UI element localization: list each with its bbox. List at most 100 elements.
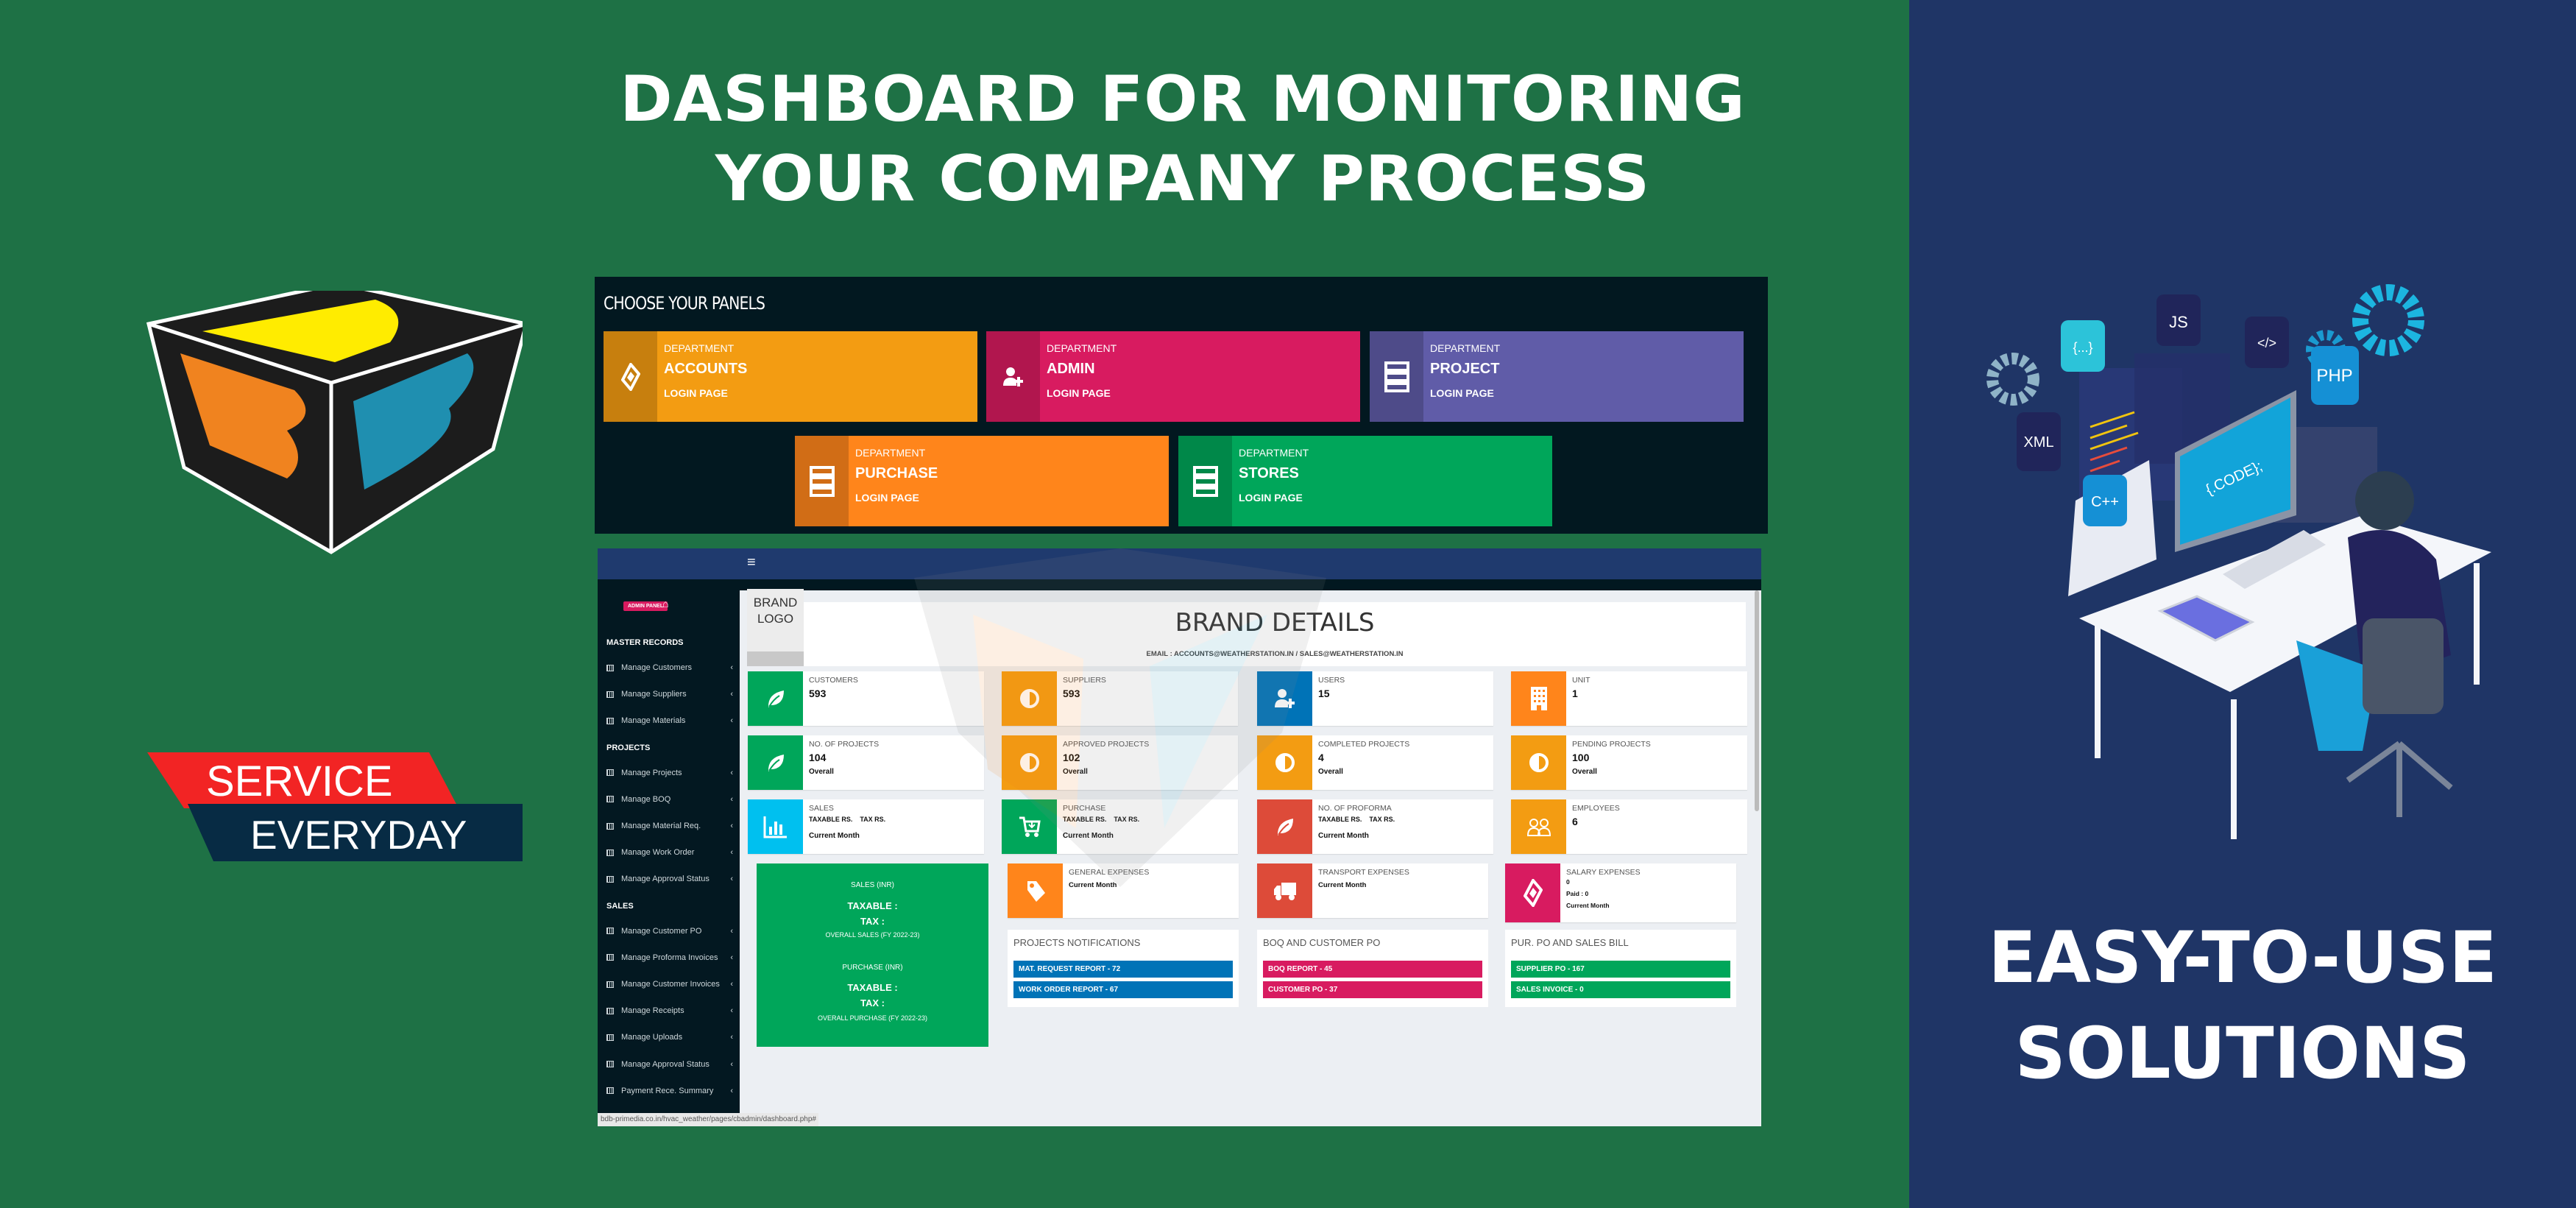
sidebar-item-label: Manage Customer Invoices	[621, 980, 720, 989]
home-icon[interactable]: ⌂	[662, 598, 669, 610]
sidebar-item-label: Manage Uploads	[621, 1033, 683, 1042]
stat-detail: TAXABLE RS. TAX RS.	[809, 816, 886, 823]
sidebar-item[interactable]: Manage Materials‹	[606, 716, 733, 725]
sidebar-item[interactable]: Manage Receipts‹	[606, 1006, 733, 1015]
menu-toggle-icon[interactable]: ≡	[747, 554, 756, 571]
dept-login-link[interactable]: LOGIN PAGE	[1239, 492, 1303, 504]
expense-line: Paid : 0	[1566, 890, 1589, 897]
sidebar-item[interactable]: Manage Proforma Invoices‹	[606, 953, 733, 962]
stat-value: 593	[809, 688, 827, 699]
dept-login-link[interactable]: LOGIN PAGE	[1430, 387, 1494, 399]
purchase-taxable: TAXABLE :	[847, 982, 898, 993]
chevron-left-icon: ‹	[730, 926, 733, 936]
chevron-left-icon: ‹	[730, 663, 733, 672]
stat-sub: Overall	[1318, 768, 1343, 776]
grid-icon	[606, 769, 614, 777]
chevron-left-icon: ‹	[730, 1006, 733, 1016]
bdb-logo: SERVICE EVERYDAY	[146, 291, 523, 861]
html-tag-label: </>	[2257, 336, 2276, 350]
sidebar-item[interactable]: Manage BOQ‹	[606, 795, 733, 804]
dept-login-link[interactable]: LOGIN PAGE	[1047, 387, 1111, 399]
dept-login-link[interactable]: LOGIN PAGE	[664, 387, 728, 399]
stat-value: 6	[1572, 816, 1578, 827]
sidebar-item[interactable]: Manage Projects‹	[606, 769, 733, 777]
dept-login-link[interactable]: LOGIN PAGE	[855, 492, 919, 504]
sales-tax: TAX :	[860, 916, 885, 927]
sidebar-item[interactable]: Manage Suppliers‹	[606, 690, 733, 699]
notification-title: PROJECTS NOTIFICATIONS	[1013, 937, 1141, 948]
sidebar-item-label: Manage Material Req.	[621, 822, 701, 830]
dept-name: ACCOUNTS	[664, 361, 748, 377]
notification-button[interactable]: CUSTOMER PO - 37	[1263, 981, 1482, 998]
sidebar-item[interactable]: Manage Work Order‹	[606, 848, 733, 857]
sidebar-item[interactable]: Manage Material Req. ‹	[606, 822, 733, 830]
stat-card-users[interactable]: USERS 15	[1257, 671, 1493, 726]
grid-icon	[606, 822, 614, 830]
dept-card-stores[interactable]: DEPARTMENT STORES LOGIN PAGE	[1178, 436, 1552, 526]
dept-kicker: DEPARTMENT	[1239, 447, 1309, 459]
sidebar-item[interactable]: Manage Customer PO ‹	[606, 927, 733, 936]
chevron-left-icon: ‹	[730, 822, 733, 830]
purchase-overall: OVERALL PURCHASE (FY 2022-23)	[817, 1014, 928, 1022]
dept-name: STORES	[1239, 465, 1299, 481]
sidebar-item-label: Manage BOQ	[621, 794, 671, 804]
stat-value: 15	[1318, 688, 1330, 699]
sidebar-item-label: Manage Customer PO	[621, 926, 702, 936]
js-label: JS	[2169, 313, 2188, 331]
notification-button[interactable]: BOQ REPORT - 45	[1263, 961, 1482, 978]
grid-icon	[606, 690, 614, 698]
stat-label: USERS	[1318, 676, 1345, 685]
brand-email: EMAIL : ACCOUNTS@WEATHERSTATION.IN / SAL…	[1146, 650, 1404, 658]
stat-label: COMPLETED PROJECTS	[1318, 740, 1410, 749]
grid-icon	[606, 1087, 614, 1095]
stat-detail: TAXABLE RS. TAX RS.	[1318, 816, 1395, 823]
half-circle-icon	[1511, 735, 1566, 790]
grid-icon	[606, 849, 614, 856]
sidebar-item[interactable]: Manage Approval Status‹	[606, 1060, 733, 1069]
expense-line: 0	[1566, 878, 1570, 886]
sidebar-item[interactable]: Manage Customer Invoices‹	[606, 980, 733, 989]
brand-logo-line-1: BRAND	[753, 596, 798, 610]
admin-panel-badge[interactable]: ADMIN PANEL	[623, 601, 668, 611]
notification-button[interactable]: SALES INVOICE - 0	[1511, 981, 1730, 998]
stat-sub: Overall	[1063, 768, 1088, 776]
sidebar-item[interactable]: Payment Rece. Summary‹	[606, 1087, 733, 1095]
stat-label: UNIT	[1572, 676, 1590, 685]
sidebar-item[interactable]: Manage Approval Status‹	[606, 875, 733, 883]
dept-kicker: DEPARTMENT	[1047, 342, 1117, 354]
chevron-left-icon: ‹	[730, 953, 733, 962]
stat-value: 593	[1063, 688, 1080, 699]
sidebar-item[interactable]: Manage Customers‹	[606, 663, 733, 672]
expense-sub: Current Month	[1318, 881, 1367, 889]
sidebar-item[interactable]: Manage Uploads‹	[606, 1033, 733, 1042]
chevron-left-icon: ‹	[730, 690, 733, 699]
notification-button[interactable]: MAT. REQUEST REPORT - 72	[1013, 961, 1233, 978]
truck-icon	[1257, 863, 1312, 918]
brand-details-box: BRAND DETAILS EMAIL : ACCOUNTS@WEATHERST…	[804, 602, 1746, 666]
notification-button[interactable]: SUPPLIER PO - 167	[1511, 961, 1730, 978]
scrollbar[interactable]	[1755, 590, 1759, 811]
notification-button[interactable]: WORK ORDER REPORT - 67	[1013, 981, 1233, 998]
sidebar-item-label: Payment Rece. Summary	[621, 1086, 714, 1095]
xml-label: XML	[2023, 434, 2053, 451]
purchase-title: PURCHASE (INR)	[842, 964, 903, 972]
dept-name: PURCHASE	[855, 465, 938, 481]
